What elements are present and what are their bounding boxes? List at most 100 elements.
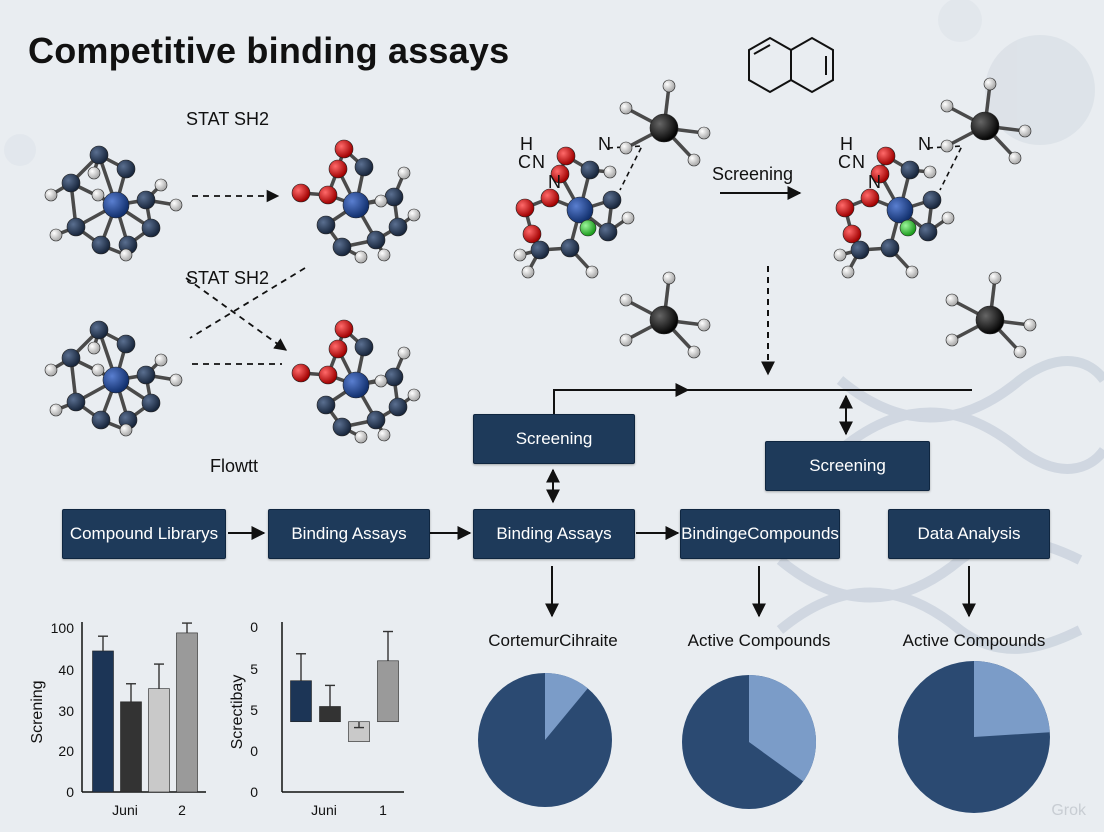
flow-box-binding-assays-2[interactable]: Binding Assays	[473, 509, 635, 559]
white-atom	[662, 271, 676, 285]
pie-slice-minor	[974, 661, 1050, 737]
white-atom	[687, 153, 701, 167]
white-atom	[1023, 318, 1037, 332]
navy-atom	[89, 320, 109, 340]
navy-atom	[116, 334, 136, 354]
blue-atom	[886, 196, 914, 224]
chart2-ytick-3: 0	[250, 743, 258, 759]
white-atom	[87, 166, 101, 180]
bar	[120, 701, 142, 793]
page-title: Competitive binding assays	[28, 30, 510, 71]
flow-box-binding-assays-1[interactable]: Binding Assays	[268, 509, 430, 559]
screening-box-left[interactable]: Screening	[473, 414, 635, 464]
white-atom	[49, 403, 63, 417]
white-atom	[354, 430, 368, 444]
white-atom	[49, 228, 63, 242]
pie-caption-3: Active Compounds	[902, 631, 1046, 650]
white-atom	[91, 188, 105, 202]
white-atom	[521, 265, 535, 279]
navy-atom	[560, 238, 580, 258]
flow-box-data-analysis[interactable]: Data Analysis	[888, 509, 1050, 559]
red-atom	[334, 139, 354, 159]
navy-atom	[116, 159, 136, 179]
flow-box-binding-compounds[interactable]: BindingeCompounds	[680, 509, 840, 559]
chart2-xtick-1: 1	[379, 802, 387, 818]
white-atom	[119, 248, 133, 262]
black-atom	[649, 305, 679, 335]
chart2-xtick-0: Juni	[311, 802, 337, 818]
navy-atom	[354, 157, 374, 177]
navy-atom	[366, 230, 386, 250]
red-atom	[870, 164, 890, 184]
navy-atom	[141, 393, 161, 413]
red-atom	[860, 188, 880, 208]
chart1-ytick-3: 20	[58, 743, 74, 759]
white-atom	[833, 248, 847, 262]
navy-atom	[850, 240, 870, 260]
chart1-ytick-0: 100	[51, 620, 75, 636]
bar	[319, 706, 341, 723]
atom-letter-c: C	[518, 152, 531, 172]
navy-atom	[598, 222, 618, 242]
navy-atom	[89, 145, 109, 165]
chart2-ytick-2: 5	[250, 702, 258, 718]
methyl-molecule-mid-left	[619, 271, 711, 359]
navy-atom	[91, 235, 111, 255]
navy-atom	[61, 348, 81, 368]
navy-atom	[580, 160, 600, 180]
pie-caption-2: Active Compounds	[687, 631, 831, 650]
white-atom	[87, 341, 101, 355]
red-atom	[876, 146, 896, 166]
white-atom	[374, 374, 388, 388]
navy-atom	[918, 222, 938, 242]
red-atom	[835, 198, 855, 218]
dna-helix-decor	[776, 356, 1104, 654]
watermark: Grok	[1051, 802, 1086, 819]
white-atom	[407, 388, 421, 402]
white-atom	[44, 188, 58, 202]
white-atom	[397, 166, 411, 180]
bar-chart-screctibay: 0 5 5 0 0 Juni 1 Screctibay	[229, 619, 404, 818]
methyl-molecule-top-right	[940, 77, 1032, 165]
navy-atom	[530, 240, 550, 260]
chart1-ylabel: Screning	[29, 680, 46, 743]
white-atom	[377, 428, 391, 442]
bar	[176, 632, 198, 793]
pie-slice-minor	[749, 675, 816, 782]
atom-letter-n-3: N	[918, 134, 931, 154]
flow-label: Flowtt	[210, 456, 259, 476]
white-atom	[154, 353, 168, 367]
white-atom	[619, 293, 633, 307]
black-atom	[970, 111, 1000, 141]
molecule-left-top-b	[291, 139, 421, 264]
flow-box-compound-library[interactable]: Compound Librarys	[62, 509, 226, 559]
navy-atom	[388, 217, 408, 237]
red-atom	[556, 146, 576, 166]
white-atom	[905, 265, 919, 279]
bar	[148, 688, 170, 793]
atom-letter-h: H	[520, 134, 533, 154]
white-atom	[354, 250, 368, 264]
navy-atom	[366, 410, 386, 430]
pie-caption-1: CortemurCihraite	[488, 631, 618, 650]
screening-box-right[interactable]: Screening	[765, 441, 930, 491]
navy-atom	[602, 190, 622, 210]
blue-atom	[102, 191, 130, 219]
navy-atom	[66, 392, 86, 412]
atom-letter-n-2: N	[548, 172, 561, 192]
white-atom	[619, 333, 633, 347]
white-atom	[374, 194, 388, 208]
white-atom	[940, 139, 954, 153]
dashed-bond	[927, 145, 964, 191]
methyl-molecule-mid-right	[945, 271, 1037, 359]
red-atom	[334, 319, 354, 339]
chart2-ytick-4: 0	[250, 784, 258, 800]
white-atom	[923, 165, 937, 179]
atom-letter-n-2: N	[868, 172, 881, 192]
white-atom	[697, 126, 711, 140]
red-atom	[842, 224, 862, 244]
white-atom	[1013, 345, 1027, 359]
red-atom	[550, 164, 570, 184]
